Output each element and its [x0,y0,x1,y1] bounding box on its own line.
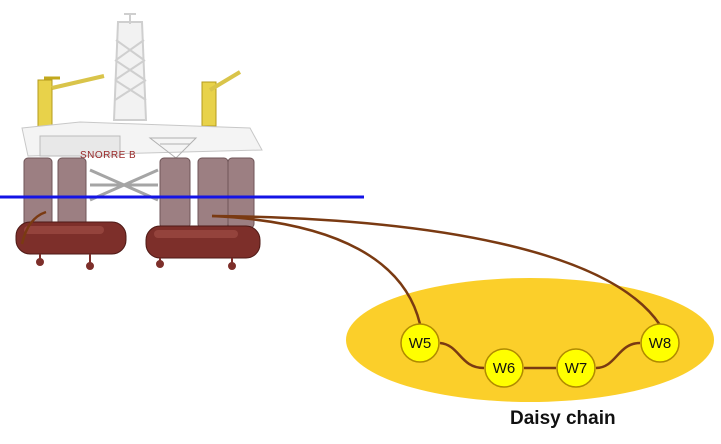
field-area [346,278,714,402]
riser-left [20,210,47,245]
well-w8: W8 [640,323,680,363]
svg-text:W5: W5 [409,335,432,352]
well-w6: W6 [484,348,524,388]
crane-left [37,74,105,129]
flowline-to-w8 [211,214,662,326]
svg-text:W7: W7 [565,360,588,377]
rig-name: SNORRE B [80,150,136,161]
columns [23,157,255,229]
well-w7: W7 [556,348,596,388]
well-w5: W5 [400,323,440,363]
anchors [36,254,236,270]
bracing [89,168,159,202]
deck-truss [148,137,198,159]
diagram-caption: Daisy chain [510,408,616,429]
crane-right [201,70,242,127]
deck-box [39,135,121,157]
flowline-to-w5 [211,214,422,325]
derrick [112,13,148,121]
svg-text:W6: W6 [493,360,516,377]
link-w5-w6 [439,341,485,370]
link-w7-w8 [595,341,641,370]
platform-illustration: SNORRE B [15,13,263,270]
svg-text:W8: W8 [649,335,672,352]
